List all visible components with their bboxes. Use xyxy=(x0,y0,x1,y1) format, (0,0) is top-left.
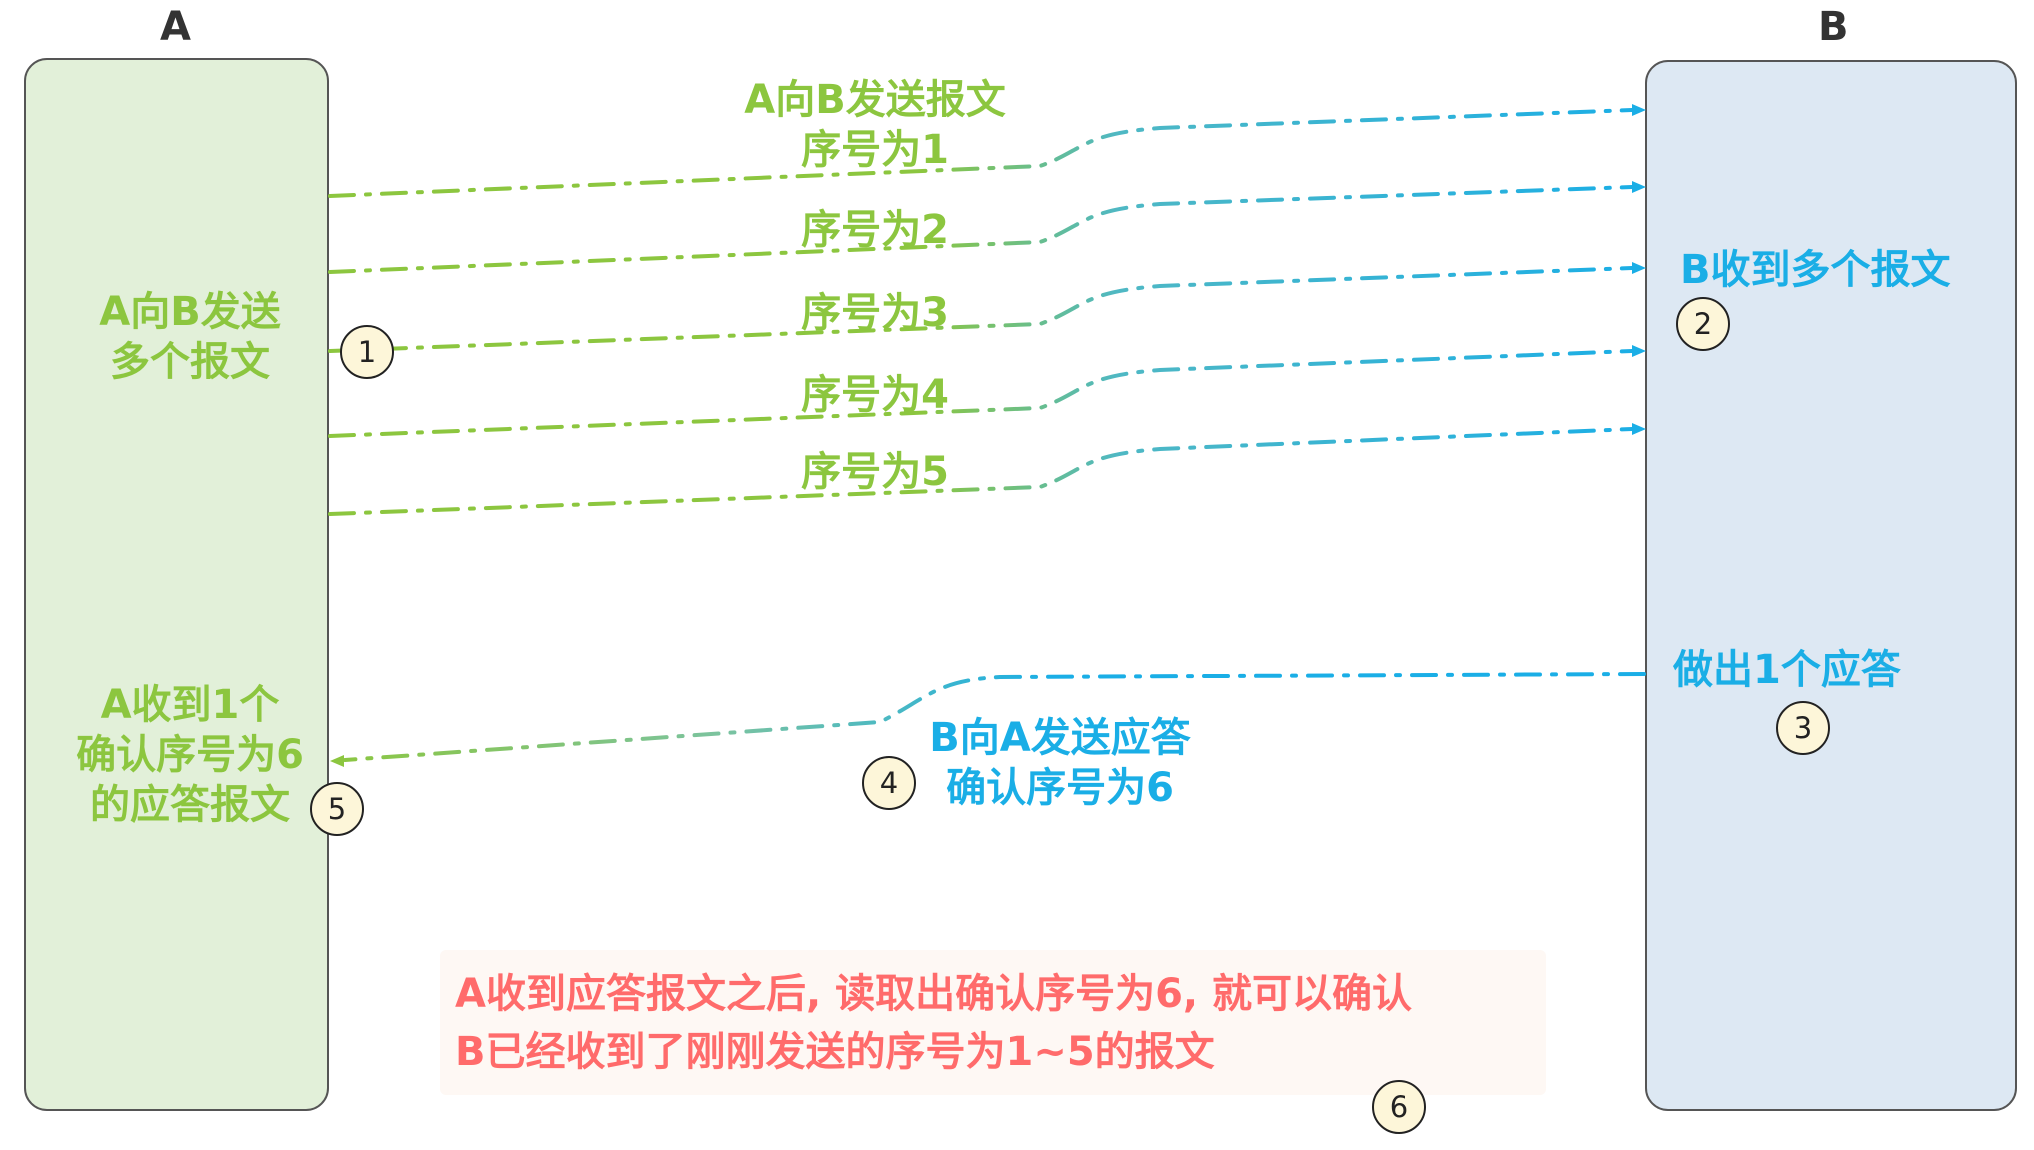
reply-arrowhead xyxy=(330,755,344,767)
summary-note-line1: A收到应答报文之后, 读取出确认序号为6, 就可以确认 xyxy=(455,971,1413,1017)
a-send-note-line2: 多个报文 xyxy=(110,339,270,385)
summary-note: A收到应答报文之后, 读取出确认序号为6, 就可以确认 B已经收到了刚刚发送的序… xyxy=(455,965,1412,1081)
a-receive-note-line3: 的应答报文 xyxy=(90,782,290,828)
b-receive-note: B收到多个报文 xyxy=(1680,247,1951,293)
reply-arrow xyxy=(343,672,1646,762)
message-3-label: 序号为3 xyxy=(801,290,949,336)
summary-note-line2: B已经收到了刚刚发送的序号为1~5的报文 xyxy=(455,1029,1215,1075)
step-5-marker: 5 xyxy=(310,782,364,836)
message-1-label-line1: A向B发送报文 xyxy=(744,77,1006,123)
message-2-label: 序号为2 xyxy=(801,207,949,253)
message-1-label-line2: 序号为1 xyxy=(801,127,949,173)
participant-a-box xyxy=(24,58,329,1111)
reply-label-line1: B向A发送应答 xyxy=(929,715,1191,761)
reply-label-line2: 确认序号为6 xyxy=(946,765,1174,811)
a-send-note: A向B发送 多个报文 xyxy=(60,287,320,387)
message-5-label: 序号为5 xyxy=(801,449,949,495)
step-4-marker: 4 xyxy=(862,756,916,810)
reply-label: B向A发送应答 确认序号为6 xyxy=(910,713,1210,813)
a-receive-note-line2: 确认序号为6 xyxy=(76,732,304,778)
a-send-note-line1: A向B发送 xyxy=(99,289,281,335)
message-4-arrowhead xyxy=(1632,345,1646,357)
message-2-arrow xyxy=(328,185,1634,274)
step-3-marker: 3 xyxy=(1776,701,1830,755)
message-5-arrowhead xyxy=(1632,423,1646,435)
step-2-marker: 2 xyxy=(1676,297,1730,351)
participant-b-box xyxy=(1645,60,2017,1111)
a-receive-note: A收到1个 确认序号为6 的应答报文 xyxy=(45,680,335,830)
message-2-arrowhead xyxy=(1632,181,1646,193)
step-6-marker: 6 xyxy=(1372,1080,1426,1134)
summary-note-bg xyxy=(440,950,1546,1095)
message-1-label: A向B发送报文 序号为1 xyxy=(725,75,1025,175)
step-1-marker: 1 xyxy=(340,325,394,379)
message-4-arrow xyxy=(328,349,1634,438)
message-4-label: 序号为4 xyxy=(801,372,949,418)
message-1-arrowhead xyxy=(1632,104,1646,116)
participant-b-label: B xyxy=(1818,4,1849,50)
message-3-arrow xyxy=(328,266,1634,353)
message-3-arrowhead xyxy=(1632,262,1646,274)
message-5-arrow xyxy=(328,427,1634,516)
a-receive-note-line1: A收到1个 xyxy=(100,682,280,728)
participant-a-label: A xyxy=(160,4,191,50)
message-1-arrow xyxy=(328,108,1634,198)
b-reply-note: 做出1个应答 xyxy=(1673,647,1901,693)
